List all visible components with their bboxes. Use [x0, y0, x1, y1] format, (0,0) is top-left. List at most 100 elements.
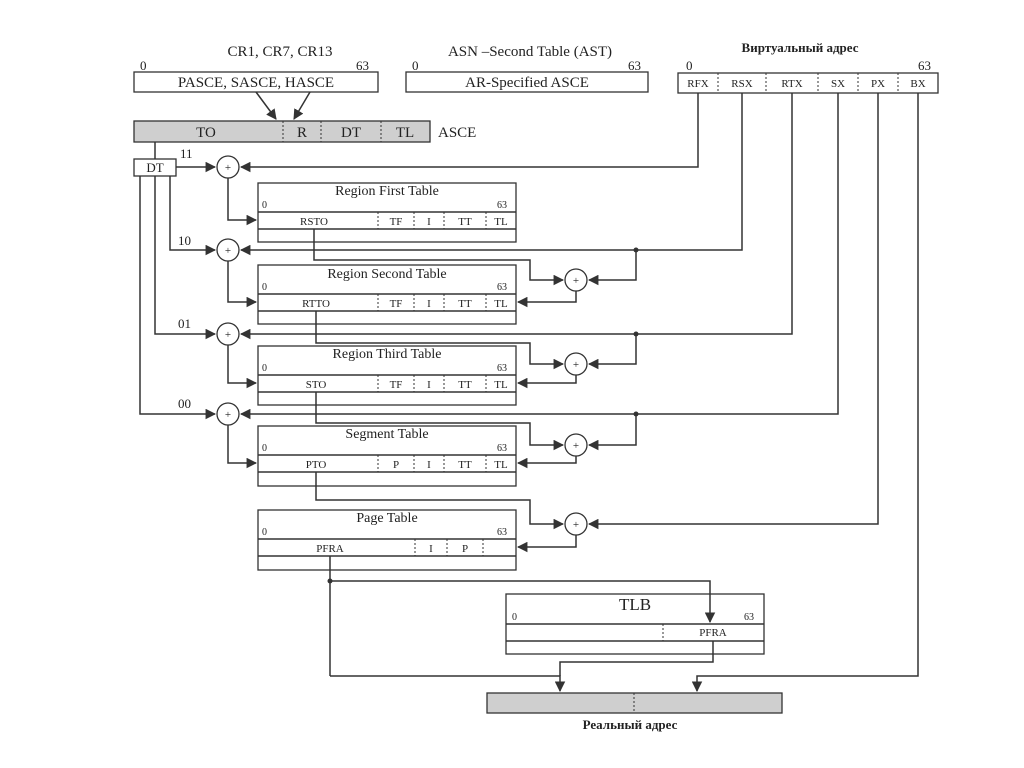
- page-table-bit-end: 63: [497, 527, 507, 538]
- segment-table-field-4: TL: [494, 459, 508, 471]
- segment-table-field-1: P: [393, 459, 399, 471]
- va-field-rtx: RTX: [781, 78, 802, 90]
- region-second-table: Region Second Table 0 63 RTTO TF I TT TL: [257, 264, 517, 325]
- virtual-address-box: [677, 72, 939, 94]
- asce-field-to: TO: [196, 125, 216, 141]
- cr-to-asce-arrow: [255, 91, 277, 120]
- adder-right-4: +: [564, 512, 588, 536]
- tlb-field-pfra: PFRA: [699, 627, 727, 639]
- ast-box: [405, 71, 649, 93]
- svg-text:+: +: [573, 519, 579, 531]
- virtual-address-title: Виртуальный адрес: [742, 40, 859, 55]
- dt-code-11: 11: [180, 146, 193, 161]
- segment-table-bit-start: 0: [262, 443, 267, 454]
- page-table-field-1: I: [429, 543, 433, 555]
- adder-left-1: +: [216, 155, 240, 179]
- va-field-px: PX: [871, 78, 885, 90]
- region-third-table-field-1: TF: [390, 379, 403, 391]
- ast-to-asce-arrow: [293, 91, 311, 120]
- adder-right-2: +: [564, 352, 588, 376]
- segment-table-field-3: TT: [458, 459, 472, 471]
- tlb-bit-end: 63: [744, 612, 754, 623]
- region-second-table-field-1: TF: [390, 298, 403, 310]
- region-third-table-field-4: TL: [494, 379, 508, 391]
- svg-text:+: +: [573, 275, 579, 287]
- region-third-table-field-2: I: [427, 379, 431, 391]
- adder-right-3: +: [564, 433, 588, 457]
- region-third-table-field-0: STO: [306, 379, 327, 391]
- svg-text:+: +: [225, 329, 231, 341]
- control-registers: CR1, CR7, CR13 0 63 PASCE, SASCE, HASCE: [133, 44, 379, 93]
- region-third-table: Region Third Table 0 63 STO TF I TT TL: [257, 345, 517, 406]
- asce-label: ASCE: [438, 125, 476, 141]
- segment-table-field-0: PTO: [306, 459, 327, 471]
- segment-table: Segment Table 0 63 PTO P I TT TL: [257, 425, 517, 487]
- region-first-table-bit-end: 63: [497, 200, 507, 211]
- dt-code-01: 01: [178, 316, 191, 331]
- page-table-bit-start: 0: [262, 527, 267, 538]
- va-field-rfx: RFX: [687, 78, 708, 90]
- control-registers-content: PASCE, SASCE, HASCE: [178, 75, 334, 91]
- region-third-table-title: Region Third Table: [333, 347, 442, 362]
- ast-title: ASN –Second Table (AST): [448, 44, 612, 60]
- virtual-address-bit-start: 0: [686, 58, 693, 73]
- region-second-table-field-4: TL: [494, 298, 508, 310]
- control-registers-bit-end: 63: [356, 58, 369, 73]
- adder-left-3: +: [216, 322, 240, 346]
- region-third-table-bit-end: 63: [497, 363, 507, 374]
- page-table-field-0: PFRA: [316, 543, 344, 555]
- svg-text:+: +: [225, 409, 231, 421]
- svg-text:+: +: [225, 245, 231, 257]
- region-second-table-field-0: RTTO: [302, 298, 330, 310]
- asce-field-dt: DT: [341, 125, 361, 141]
- adder-right-1: +: [564, 268, 588, 292]
- svg-text:+: +: [573, 359, 579, 371]
- region-first-table-field-4: TL: [494, 216, 508, 228]
- region-third-table-field-3: TT: [458, 379, 472, 391]
- region-second-table-field-2: I: [427, 298, 431, 310]
- dt-code-10: 10: [178, 233, 191, 248]
- segment-table-field-2: I: [427, 459, 431, 471]
- page-table: Page Table 0 63 PFRA I P: [257, 509, 517, 571]
- region-second-table-title: Region Second Table: [327, 267, 446, 282]
- region-first-table: Region First Table 0 63 RSTO TF I TT TL: [257, 182, 517, 243]
- svg-text:+: +: [573, 440, 579, 452]
- asce-field-r: R: [297, 125, 307, 141]
- real-address-label: Реальный адрес: [583, 717, 678, 732]
- va-field-bx: BX: [910, 78, 925, 90]
- asce-field-tl: TL: [396, 125, 414, 141]
- svg-text:+: +: [225, 162, 231, 174]
- region-first-table-field-1: TF: [390, 216, 403, 228]
- connection-lines: [139, 93, 919, 693]
- control-registers-bit-start: 0: [140, 58, 147, 73]
- segment-table-bit-end: 63: [497, 443, 507, 454]
- page-table-field-2: P: [462, 543, 468, 555]
- region-first-table-title: Region First Table: [335, 184, 439, 199]
- tlb-title: TLB: [619, 595, 651, 614]
- tlb-bit-start: 0: [512, 612, 517, 623]
- va-field-rsx: RSX: [731, 78, 752, 90]
- ast-bit-end: 63: [628, 58, 641, 73]
- virtual-address: Виртуальный адрес 0 63 RFX RSX RTX SX PX…: [677, 40, 939, 94]
- ast-bit-start: 0: [412, 58, 419, 73]
- region-second-table-field-3: TT: [458, 298, 472, 310]
- region-second-table-bit-start: 0: [262, 282, 267, 293]
- region-first-table-bit-start: 0: [262, 200, 267, 211]
- real-address: Реальный адрес: [486, 692, 783, 732]
- page-table-title: Page Table: [356, 511, 417, 526]
- region-first-table-field-3: TT: [458, 216, 472, 228]
- adder-left-4: +: [216, 402, 240, 426]
- region-third-table-bit-start: 0: [262, 363, 267, 374]
- asce-register: TO R DT TL ASCE: [133, 120, 476, 143]
- asce-box: [133, 120, 431, 143]
- dt-code-00: 00: [178, 396, 191, 411]
- ast-content: AR-Specified ASCE: [465, 75, 589, 91]
- ast: ASN –Second Table (AST) 0 63 AR-Specifie…: [405, 44, 649, 93]
- va-field-sx: SX: [831, 78, 845, 90]
- virtual-address-bit-end: 63: [918, 58, 931, 73]
- segment-table-title: Segment Table: [345, 427, 428, 442]
- dt-box-label: DT: [146, 160, 163, 175]
- control-registers-title: CR1, CR7, CR13: [227, 44, 332, 60]
- region-first-table-field-0: RSTO: [300, 216, 328, 228]
